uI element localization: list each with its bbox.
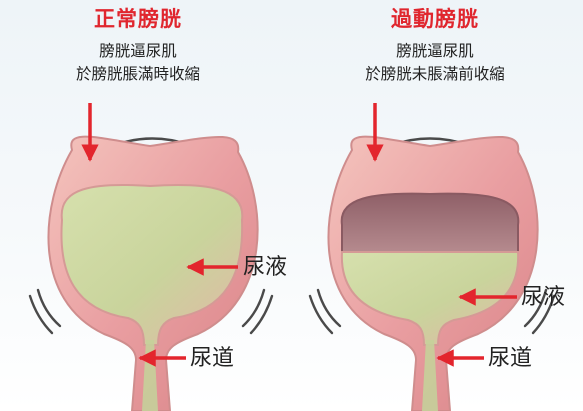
- overactive-bladder-line1: 膀胱逼尿肌: [320, 40, 550, 62]
- normal-bladder-title: 正常膀胱: [28, 6, 248, 32]
- overactive-urine-label: 尿液: [521, 285, 565, 311]
- normal-bladder-line2: 於膀胱脹滿時收縮: [23, 63, 253, 85]
- normal-bladder-line1: 膀胱逼尿肌: [23, 40, 253, 62]
- normal-urethra-label: 尿道: [190, 346, 234, 372]
- overactive-bladder-line2: 於膀胱未脹滿前收縮: [320, 63, 550, 85]
- overactive-bladder-empty-space: [342, 194, 519, 252]
- overactive-bladder-title: 過動膀胱: [325, 6, 545, 32]
- normal-urine-label: 尿液: [243, 255, 287, 281]
- overactive-urethra-label: 尿道: [488, 346, 532, 372]
- normal-bladder-figure: [30, 137, 272, 411]
